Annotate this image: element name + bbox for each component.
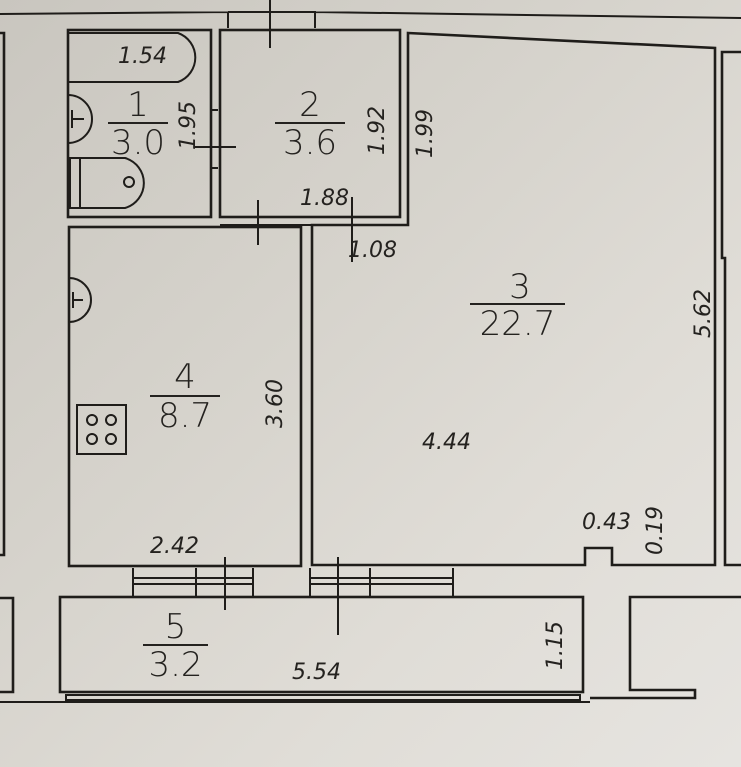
living-balcony-door	[309, 557, 454, 635]
dim-balcony-depth: 1.15	[543, 621, 568, 670]
room-1-area: 3.0	[108, 122, 168, 160]
top-outer-wall	[0, 10, 741, 28]
dim-living-upper-wall: 1.99	[413, 109, 438, 158]
balcony-walls	[58, 595, 585, 694]
kitchen-sink-icon	[68, 277, 92, 323]
bathroom-sink-icon	[67, 94, 93, 144]
left-neighbor-balcony	[0, 596, 15, 694]
stove-icon	[76, 404, 127, 455]
dim-balcony-width: 5.54	[292, 660, 341, 685]
room-2-area: 3.6	[275, 122, 345, 160]
toilet-icon	[69, 157, 145, 209]
right-neighbor-wall	[720, 50, 741, 567]
room-2-number: 2	[299, 85, 321, 125]
hallway-walls	[218, 28, 402, 219]
bathroom-door	[195, 109, 236, 169]
room-3-number: 3	[509, 267, 531, 307]
dim-bathtub-length: 1.54	[118, 44, 167, 69]
kitchen-walls	[67, 225, 303, 568]
kitchen-window	[132, 557, 254, 610]
room-5-area: 3.2	[143, 644, 208, 682]
dim-living-width: 4.44	[422, 430, 471, 455]
dim-living-depth: 5.62	[691, 289, 716, 338]
living-room-walls	[310, 31, 717, 567]
dim-niche-depth: 0.19	[643, 506, 668, 555]
bathtub-icon	[68, 32, 197, 83]
right-neighbor-balcony	[590, 595, 741, 700]
room-4-area: 8.7	[150, 395, 220, 433]
dim-niche-width: 0.43	[582, 510, 631, 535]
left-neighbor-wall	[0, 31, 6, 557]
dim-hallway-depth: 1.92	[365, 106, 390, 155]
balcony-parapet	[0, 694, 590, 703]
room-5-number: 5	[164, 607, 187, 647]
toilet-bowl-icon	[123, 176, 135, 188]
dim-kitchen-width: 2.42	[150, 534, 199, 559]
room-4-number: 4	[174, 357, 196, 397]
room-1-number: 1	[127, 85, 149, 125]
bathroom-walls	[66, 28, 213, 219]
dim-kitchen-depth: 3.60	[263, 379, 288, 428]
dim-hallway-opening: 1.08	[348, 238, 397, 263]
dim-hallway-width: 1.88	[300, 186, 349, 211]
room-3-area: 22.7	[470, 303, 565, 341]
dim-bathroom-depth: 1.95	[176, 101, 201, 150]
